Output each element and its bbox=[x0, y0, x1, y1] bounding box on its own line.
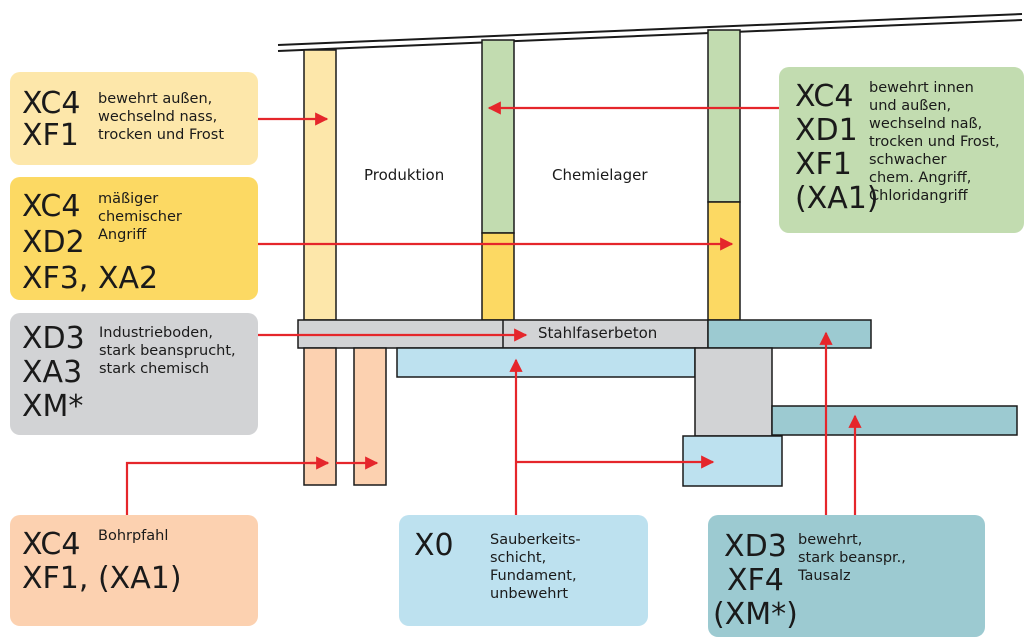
desc-chemical: mäßiger chemischer Angriff bbox=[98, 191, 182, 243]
arrow-pile bbox=[125, 461, 328, 515]
codes-outer-wall: XC4 XF1 bbox=[22, 86, 81, 153]
blinding-layer bbox=[396, 347, 696, 378]
slab-label: Stahlfaserbeton bbox=[538, 324, 658, 342]
desc-pile: Bohrpfahl bbox=[98, 528, 169, 544]
outer-wall-left bbox=[303, 49, 337, 321]
desc-foundation: Sauberkeits- schicht, Fundament, unbeweh… bbox=[490, 532, 581, 602]
box-foundation bbox=[399, 515, 648, 626]
codes-outdoor: XD3 XF4 (XM*) bbox=[713, 529, 798, 632]
inner-column-upper bbox=[481, 39, 515, 234]
codes-foundation: X0 bbox=[414, 528, 454, 563]
desc-floor: Industrieboden, stark beansprucht, stark… bbox=[99, 325, 236, 377]
codes-floor: XD3 XA3 XM* bbox=[22, 321, 85, 424]
box-chemical bbox=[10, 177, 258, 300]
outdoor-slab-lower bbox=[771, 405, 1018, 436]
outdoor-slab bbox=[707, 319, 872, 349]
desc-wall-inside-outside: bewehrt innen und außen, wechselnd naß, … bbox=[869, 80, 1000, 204]
box-floor bbox=[10, 313, 258, 435]
roof bbox=[277, 13, 1023, 52]
desc-outdoor: bewehrt, stark beanspr., Tausalz bbox=[798, 532, 906, 584]
bored-pile-2 bbox=[353, 347, 387, 486]
codes-chemical: XC4 XD2 XF3, XA2 bbox=[22, 189, 159, 296]
bored-pile-1 bbox=[303, 347, 337, 486]
room-label-chemical-storage: Chemielager bbox=[552, 166, 648, 184]
box-pile bbox=[10, 515, 258, 626]
foundation-block bbox=[694, 347, 773, 437]
inner-column-lower bbox=[481, 232, 515, 321]
outer-wall-right-upper bbox=[707, 29, 741, 203]
box-outdoor bbox=[708, 515, 985, 637]
box-outer-wall bbox=[10, 72, 258, 165]
codes-pile: XC4 XF1, (XA1) bbox=[22, 527, 182, 596]
room-label-production: Produktion bbox=[364, 166, 445, 184]
outer-wall-right-lower bbox=[707, 201, 741, 321]
desc-outer-wall: bewehrt außen, wechselnd nass, trocken u… bbox=[98, 91, 225, 143]
codes-wall-inside-outside: XC4 XD1 XF1 (XA1) bbox=[795, 79, 879, 216]
box-wall-inside-outside bbox=[779, 67, 1024, 233]
